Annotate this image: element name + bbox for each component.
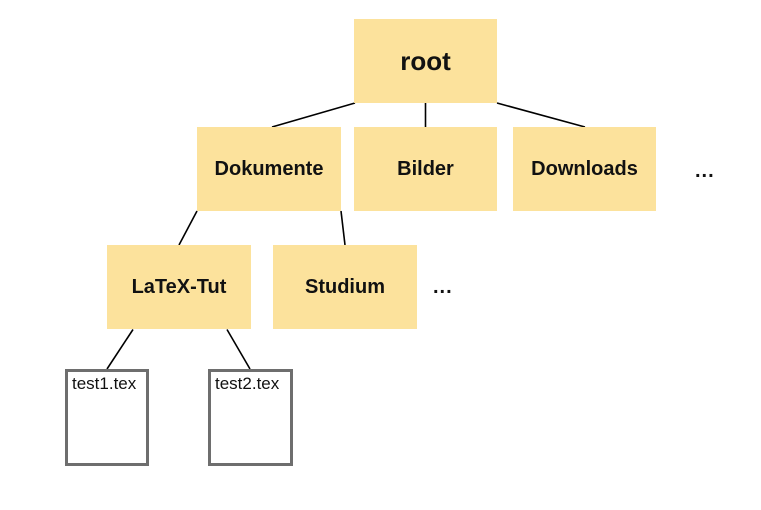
edge-dokumente-latextut xyxy=(178,210,198,246)
tree-node-file-test2-label: test2.tex xyxy=(215,374,280,393)
more-siblings-level2-ellipsis: ... xyxy=(695,160,715,182)
edge-latextut-test2 xyxy=(226,329,251,370)
tree-node-latex-tut: LaTeX-Tut xyxy=(107,245,251,329)
tree-node-dokumente-label: Dokumente xyxy=(214,157,324,180)
tree-node-studium: Studium xyxy=(273,245,417,329)
tree-node-downloads-label: Downloads xyxy=(531,157,638,180)
tree-node-studium-label: Studium xyxy=(305,275,385,298)
tree-node-file-test2: test2.tex xyxy=(208,369,293,466)
edge-root-downloads xyxy=(496,102,586,128)
edge-dokumente-studium xyxy=(340,210,346,246)
tree-node-downloads: Downloads xyxy=(513,127,656,211)
tree-node-root: root xyxy=(354,19,497,103)
tree-node-file-test1-label: test1.tex xyxy=(72,374,137,393)
tree-node-root-label: root xyxy=(400,45,451,76)
tree-node-file-test1: test1.tex xyxy=(65,369,149,466)
edge-root-dokumente xyxy=(271,102,356,128)
edge-latextut-test1 xyxy=(106,329,134,370)
tree-node-dokumente: Dokumente xyxy=(197,127,341,211)
tree-node-bilder: Bilder xyxy=(354,127,497,211)
more-siblings-level3-ellipsis: ... xyxy=(433,276,453,298)
tree-node-latex-tut-label: LaTeX-Tut xyxy=(131,275,227,298)
tree-node-bilder-label: Bilder xyxy=(397,157,454,180)
